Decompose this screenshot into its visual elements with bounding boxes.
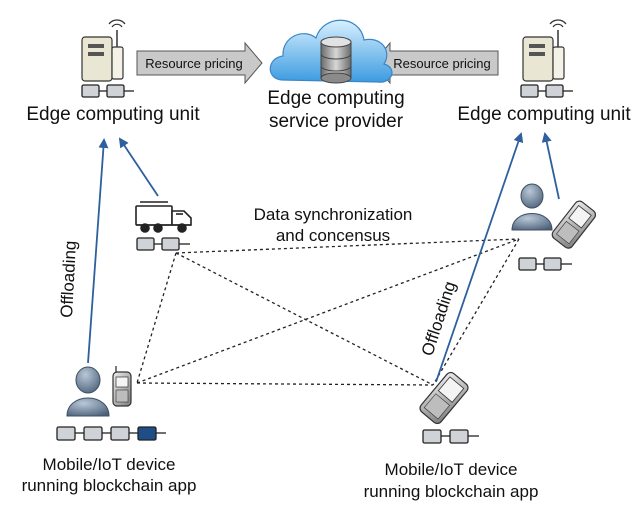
- database-icon: [320, 36, 352, 84]
- truck-icon: [135, 201, 192, 233]
- offloading-left-label: Offloading: [57, 240, 80, 318]
- sync-line-phone-bottom: [432, 238, 520, 386]
- edge-unit-right-label: Edge computing unit: [457, 104, 631, 125]
- sync-label-line2: and concensus: [276, 226, 390, 245]
- sync-line-left-phone: [136, 238, 520, 384]
- arrow-left-device-to-edge: [87, 138, 109, 364]
- arrow-truck-to-edge: [118, 137, 159, 197]
- chain-phone-bottom: [422, 429, 479, 444]
- chain-edge-right: [520, 84, 573, 98]
- pricing-left-label: Resource pricing: [145, 56, 243, 71]
- provider-label-line1: Edge computing: [267, 88, 404, 109]
- device-right-line2: running blockchain app: [364, 482, 539, 501]
- server-icon-left: [81, 19, 126, 82]
- pricing-right-label: Resource pricing: [393, 56, 491, 71]
- server-icon-right: [522, 19, 567, 82]
- device-left-line1: Mobile/IoT device: [43, 455, 176, 474]
- new-block: [137, 426, 157, 441]
- offloading-right-label: Offloading: [418, 279, 460, 358]
- chain-device-left: [56, 426, 166, 441]
- edge-unit-left-label: Edge computing unit: [26, 104, 200, 125]
- sync-line-truck-bottomphone: [175, 252, 434, 386]
- chain-edge-left: [81, 84, 134, 98]
- arrow-right-device-to-edge: [435, 132, 524, 383]
- person-icon-left: [66, 366, 110, 417]
- phone-icon-bottom-right: [419, 371, 469, 425]
- device-left-line2: running blockchain app: [22, 476, 197, 495]
- sync-lines: [136, 238, 520, 386]
- sync-line-truck-left: [136, 252, 177, 384]
- provider-label-line2: service provider: [269, 111, 404, 132]
- offload-arrows: [87, 132, 560, 383]
- chain-truck: [136, 237, 190, 251]
- sync-line-left-bottom: [136, 382, 434, 386]
- person-icon-right: [511, 183, 553, 231]
- chain-phone-right: [518, 257, 572, 271]
- phone-icon-right: [551, 200, 597, 249]
- device-right-line1: Mobile/IoT device: [385, 460, 518, 479]
- arrow-phone-to-edge: [541, 132, 560, 200]
- phone-icon-left: [112, 366, 132, 407]
- sync-label-line1: Data synchronization: [254, 205, 413, 224]
- pricing-arrow-left: [136, 41, 263, 85]
